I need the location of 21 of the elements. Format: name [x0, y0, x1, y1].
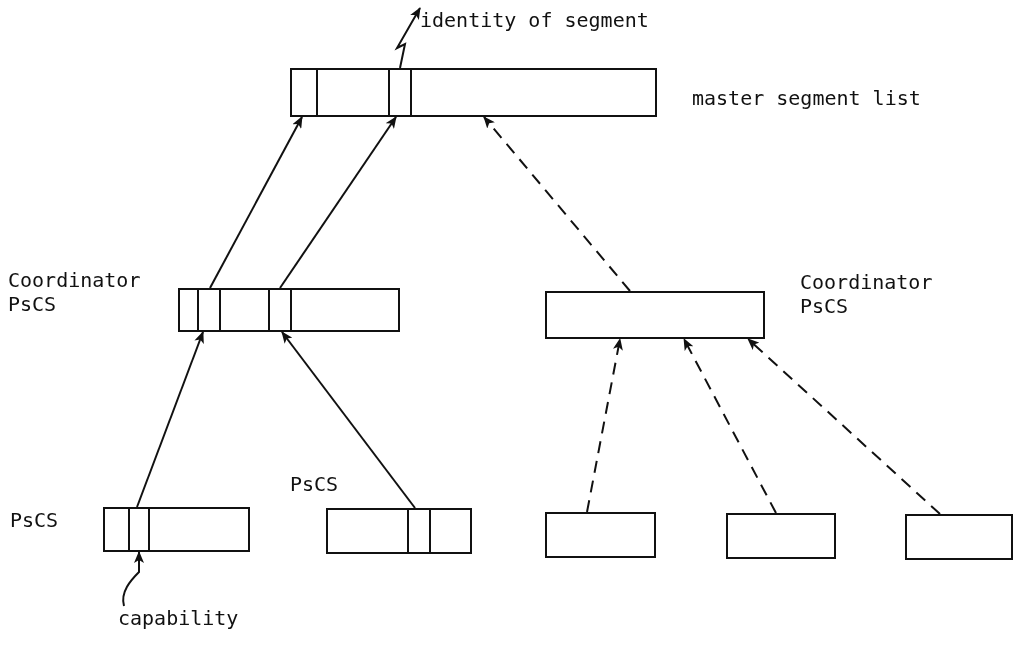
arrow	[586, 338, 623, 513]
box-label: Coordinator PsCS	[8, 268, 142, 316]
callout-text: identity of segment	[420, 8, 649, 32]
record-box	[545, 512, 656, 558]
leader-line	[122, 551, 144, 607]
slot-cell	[388, 68, 412, 117]
arrow	[281, 331, 416, 509]
leader-line	[394, 7, 421, 69]
callout-text: capability	[118, 606, 239, 630]
arrow	[483, 116, 631, 292]
arrow	[209, 116, 303, 289]
box-label: Coordinator PsCS	[800, 270, 934, 318]
arrow	[747, 338, 941, 515]
record-box	[905, 514, 1013, 560]
box-label: PsCS	[10, 508, 60, 532]
arrow	[279, 116, 397, 289]
box-label: master segment list	[692, 86, 922, 110]
record-box	[726, 513, 836, 559]
box-label: PsCS	[290, 472, 340, 496]
arrow	[683, 338, 777, 514]
arrow	[136, 331, 204, 508]
